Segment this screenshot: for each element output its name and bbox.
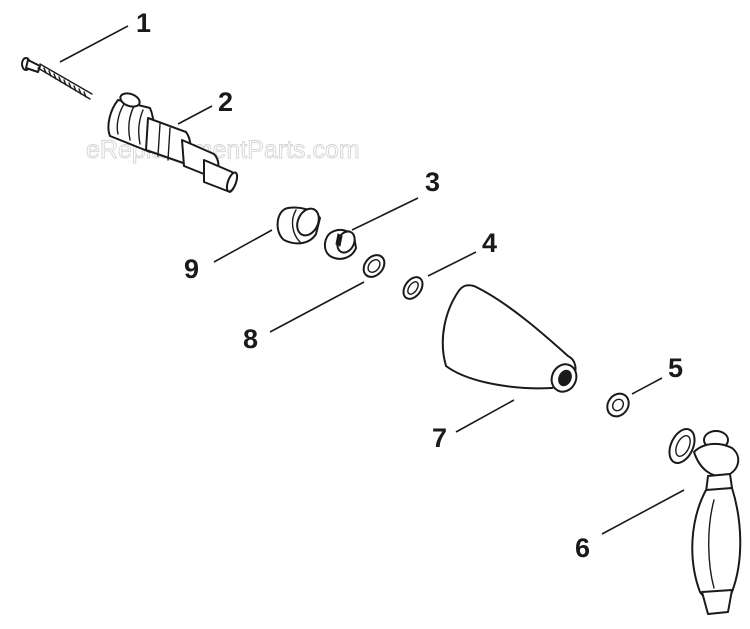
part-5-washer	[606, 392, 630, 418]
callout-6: 6	[575, 533, 590, 563]
callout-3: 3	[425, 167, 440, 197]
leader-lines	[59, 25, 685, 535]
part-6-handle	[668, 428, 742, 615]
leader-5	[631, 377, 663, 395]
leader-8	[269, 281, 365, 333]
leader-6	[601, 489, 685, 535]
callout-8: 8	[243, 324, 258, 354]
part-9-clip	[276, 206, 321, 245]
part-7-escutcheon	[441, 284, 578, 393]
leader-4	[427, 251, 477, 277]
callout-7: 7	[432, 423, 447, 453]
leader-2	[177, 105, 213, 125]
callout-labels: 1 2 3 4 5 6 7 8 9	[136, 8, 683, 563]
leader-3	[351, 197, 419, 231]
leader-7	[455, 399, 515, 433]
part-8-washer	[362, 254, 386, 278]
callout-2: 2	[218, 87, 233, 117]
callout-4: 4	[482, 228, 497, 258]
callout-9: 9	[184, 254, 199, 284]
part-4-oring	[402, 276, 424, 300]
leader-1	[59, 25, 129, 63]
leader-9	[213, 229, 273, 263]
callout-5: 5	[668, 353, 683, 383]
callout-1: 1	[136, 8, 151, 38]
part-3-clip	[324, 228, 357, 260]
part-2-cartridge	[107, 92, 239, 193]
part-1-screw	[21, 57, 93, 100]
